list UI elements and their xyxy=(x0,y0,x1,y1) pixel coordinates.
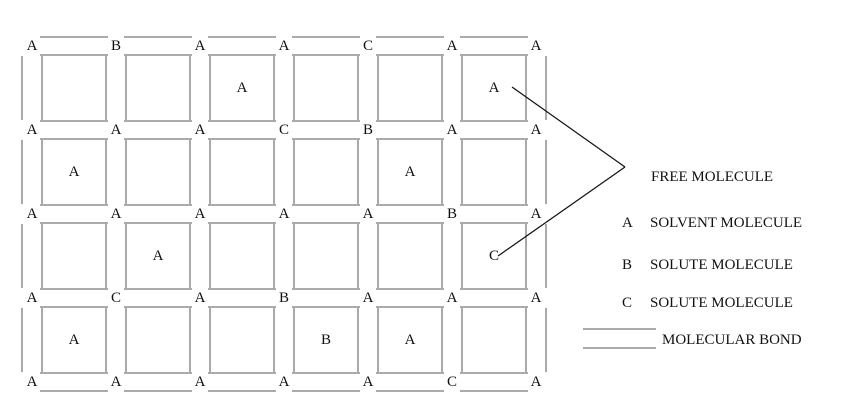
lattice-node: A xyxy=(195,206,206,222)
legend-text-a: SOLVENT MOLECULE xyxy=(650,215,802,231)
lattice-node: B xyxy=(363,122,373,138)
lattice-node: A xyxy=(531,290,542,306)
free-molecule-pointers xyxy=(497,86,626,257)
lattice-node: A xyxy=(531,206,542,222)
lattice-node: A xyxy=(195,374,206,390)
lattice-node: A xyxy=(27,206,38,222)
lattice-node: A xyxy=(531,38,542,54)
lattice-node: A xyxy=(279,374,290,390)
legend-free-molecule: FREE MOLECULE xyxy=(651,169,773,185)
lattice-node: A xyxy=(447,122,458,138)
cell-molecule: A xyxy=(69,332,80,348)
lattice-node: B xyxy=(447,206,457,222)
cell-molecule: A xyxy=(153,248,164,264)
pointer-line-upper xyxy=(511,86,626,168)
lattice-node: A xyxy=(279,206,290,222)
lattice-node: A xyxy=(363,206,374,222)
lattice-node: A xyxy=(27,122,38,138)
lattice-node: A xyxy=(447,38,458,54)
legend-key-a: A xyxy=(622,215,633,231)
lattice-node: A xyxy=(447,290,458,306)
lattice-node: A xyxy=(195,290,206,306)
lattice-node: C xyxy=(447,374,457,390)
cell-molecule: B xyxy=(321,332,331,348)
lattice-node: A xyxy=(111,122,122,138)
lattice-node: A xyxy=(531,374,542,390)
lattice-node: A xyxy=(27,374,38,390)
lattice-node: A xyxy=(111,374,122,390)
legend-key-b: B xyxy=(622,257,632,273)
molecular-bonds xyxy=(21,36,547,392)
legend-molecular-bond: MOLECULAR BOND xyxy=(662,332,802,348)
lattice-node: A xyxy=(195,38,206,54)
lattice-node: A xyxy=(363,374,374,390)
lattice-node: B xyxy=(111,38,121,54)
lattice-node: A xyxy=(195,122,206,138)
lattice-node: A xyxy=(279,38,290,54)
lattice-nodes: A B A A C A A A A A C B A A A A A A A B A A C A B A A A A A A A A C A xyxy=(27,38,542,390)
lattice-node: A xyxy=(111,206,122,222)
legend: FREE MOLECULE A SOLVENT MOLECULE B SOLUT… xyxy=(583,169,802,349)
legend-text-b: SOLUTE MOLECULE xyxy=(650,257,793,273)
pointer-line-lower xyxy=(497,166,626,257)
lattice-node: A xyxy=(27,38,38,54)
cell-molecule: A xyxy=(489,80,500,96)
cell-molecule: A xyxy=(69,164,80,180)
cell-molecule: A xyxy=(405,332,416,348)
lattice-node: C xyxy=(111,290,121,306)
cell-molecule: A xyxy=(237,80,248,96)
lattice-node: B xyxy=(279,290,289,306)
cell-molecule: C xyxy=(489,248,499,264)
lattice-node: A xyxy=(27,290,38,306)
legend-key-c: C xyxy=(622,295,632,311)
lattice-node: C xyxy=(279,122,289,138)
cell-molecules: A A A A A C A B A xyxy=(69,80,500,348)
lattice-node: A xyxy=(531,122,542,138)
lattice-node: C xyxy=(363,38,373,54)
lattice-node: A xyxy=(363,290,374,306)
legend-text-c: SOLUTE MOLECULE xyxy=(650,295,793,311)
cell-molecule: A xyxy=(405,164,416,180)
